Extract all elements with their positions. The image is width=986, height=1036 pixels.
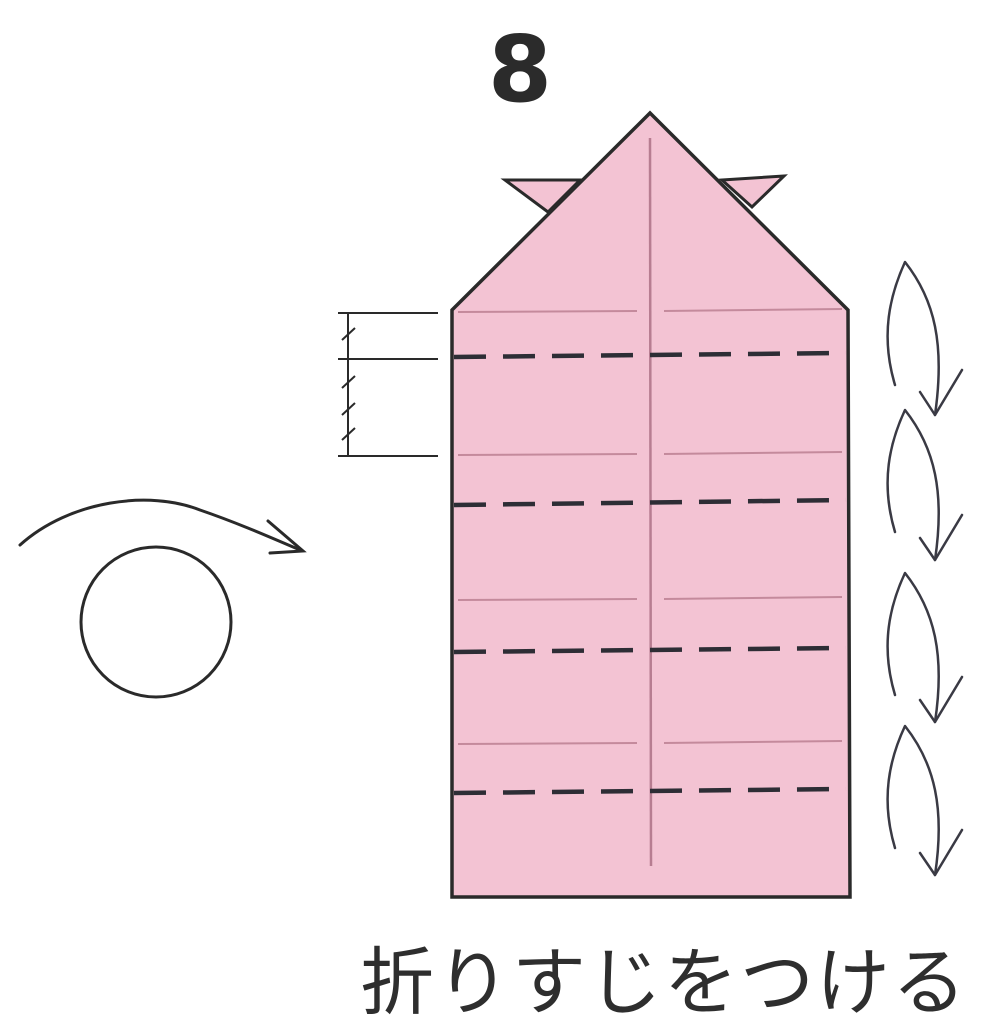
existing-creases: [457, 308, 843, 745]
fold-arrow-4: [886, 724, 964, 877]
valley-fold-line-3: [453, 645, 847, 655]
existing-crease-3b: [663, 596, 843, 600]
fold-arrow-1: [886, 260, 964, 417]
existing-crease-4b: [663, 740, 843, 744]
instruction-text: 折りすじをつける: [360, 940, 968, 1026]
existing-crease-1: [457, 310, 638, 313]
step-number: 8: [487, 16, 552, 123]
valley-folds: [453, 350, 847, 796]
equal-division-marks: [338, 312, 438, 457]
existing-crease-1b: [663, 308, 843, 312]
valley-fold-line-2: [453, 497, 847, 508]
valley-fold-line-4: [453, 786, 847, 796]
existing-crease-2b: [663, 451, 843, 455]
valley-fold-line-1: [453, 350, 847, 360]
fold-arrow-3: [886, 571, 964, 724]
left-ear-flap: [500, 178, 584, 214]
existing-crease-3: [457, 598, 638, 601]
fold-arrow-2: [886, 408, 964, 562]
existing-crease-2: [457, 453, 638, 456]
fold-and-unfold-arrows: [886, 260, 964, 877]
right-ear-flap: [718, 174, 788, 210]
existing-crease-4: [457, 742, 638, 745]
turn-over-symbol: [18, 498, 307, 699]
